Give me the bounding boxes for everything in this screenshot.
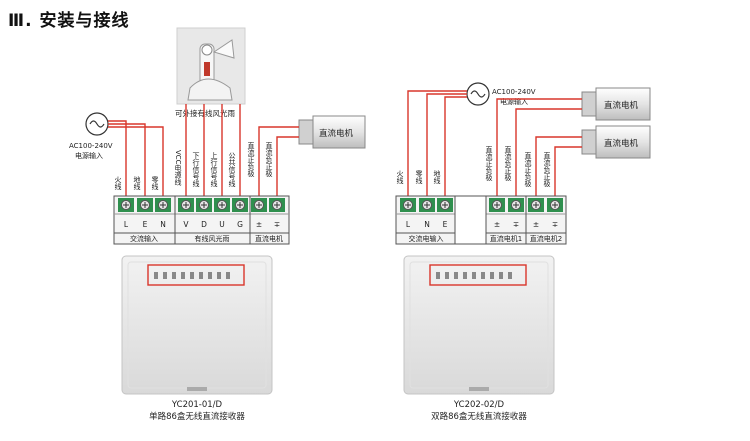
terminal-letter: ∓ bbox=[274, 220, 280, 229]
terminal-letter: N bbox=[160, 220, 166, 229]
right-ac-label-1: AC100-240V bbox=[492, 88, 536, 96]
terminal-letter: L bbox=[124, 220, 129, 229]
left-motor-label: 直流电机 bbox=[319, 128, 354, 139]
right-motor1-label: 直流电机 bbox=[604, 100, 639, 111]
wire-label: 下行信号线 bbox=[192, 152, 200, 187]
wire-label: 火线 bbox=[114, 176, 122, 190]
right-model: YC202-02/D bbox=[453, 400, 505, 410]
wire-label: 直流正负极 bbox=[485, 145, 493, 182]
terminal-letter: ∓ bbox=[552, 220, 558, 229]
terminal-letter: E bbox=[143, 220, 148, 229]
terminal-screw bbox=[419, 198, 435, 212]
terminal-screw bbox=[232, 198, 248, 212]
terminal-letter: ± bbox=[494, 220, 500, 229]
wire-label: 直流负正极 bbox=[265, 141, 273, 178]
terminal-screw bbox=[251, 198, 267, 212]
group-label-motor1: 直流电机1 bbox=[490, 234, 522, 243]
terminal-screw bbox=[528, 198, 544, 212]
left-wire-labels: 火线 地线 零线 VCC电源线 下行信号线 上行信号线 公共信号线 直流正负极 … bbox=[114, 141, 273, 190]
terminal-screw bbox=[547, 198, 563, 212]
sensor-label: 可外接有线风光雨 bbox=[175, 108, 235, 118]
right-ac-wires bbox=[407, 90, 467, 198]
terminal-screw bbox=[155, 198, 171, 212]
left-dc-motor bbox=[298, 115, 366, 149]
group-label-ac: 交流电输入 bbox=[409, 234, 444, 243]
weather-sensor-image bbox=[176, 27, 246, 105]
terminal-screw bbox=[178, 198, 194, 212]
right-dc-motor-1 bbox=[581, 87, 651, 121]
terminal-letter: N bbox=[424, 220, 430, 229]
wire-label: 零线 bbox=[151, 176, 159, 190]
terminal-letter: V bbox=[183, 220, 189, 229]
left-ac-label-2: 电源输入 bbox=[75, 151, 103, 160]
section-title: Ⅲ. 安装与接线 bbox=[8, 11, 130, 31]
terminal-screw bbox=[196, 198, 212, 212]
left-description: 单路86盒无线直流接收器 bbox=[149, 411, 245, 422]
right-description: 双路86盒无线直流接收器 bbox=[431, 411, 527, 422]
terminal-screw bbox=[214, 198, 230, 212]
terminal-letter: E bbox=[443, 220, 448, 229]
right-wire-labels: 火线 零线 地线 直流正负极 直流负正极 直流正负极 直流负正极 bbox=[396, 145, 551, 188]
terminal-letter: ∓ bbox=[513, 220, 519, 229]
terminal-letter: G bbox=[237, 220, 243, 229]
wire-label: 上行信号线 bbox=[210, 151, 218, 187]
left-terminal-block: L E N V D U G ± ∓ 交流输入 有线风光雨 直流电机 bbox=[113, 195, 290, 245]
wire-label: 零线 bbox=[415, 170, 423, 184]
terminal-letter: ± bbox=[256, 220, 262, 229]
wire-label: 直流正负极 bbox=[524, 151, 532, 188]
left-model: YC201-01/D bbox=[171, 400, 223, 410]
terminal-screw bbox=[400, 198, 416, 212]
terminal-letter: ± bbox=[533, 220, 539, 229]
left-receiver-plate bbox=[121, 255, 273, 395]
right-motor-wires bbox=[496, 98, 582, 198]
right-terminal-letters: L N E ± ∓ ± ∓ bbox=[406, 220, 558, 229]
right-terminals bbox=[400, 198, 563, 212]
left-motor-wires bbox=[258, 126, 299, 198]
wire-label: VCC电源线 bbox=[174, 150, 182, 186]
wire-label: 公共信号线 bbox=[228, 152, 236, 187]
right-ac-source bbox=[466, 82, 490, 106]
group-label-ac: 交流输入 bbox=[130, 234, 158, 243]
terminal-letter: U bbox=[219, 220, 225, 229]
left-ac-source bbox=[85, 112, 109, 136]
terminal-screw bbox=[437, 198, 453, 212]
terminal-screw bbox=[269, 198, 285, 212]
left-ac-label-1: AC100-240V bbox=[69, 142, 113, 150]
wire-label: 直流负正极 bbox=[543, 151, 551, 188]
terminal-screw bbox=[489, 198, 505, 212]
wire-label: 地线 bbox=[433, 169, 441, 184]
right-dc-motor-2 bbox=[581, 125, 651, 159]
group-label-motor2: 直流电机2 bbox=[530, 234, 562, 243]
terminal-screw bbox=[508, 198, 524, 212]
wire-label: 地线 bbox=[133, 175, 141, 190]
left-ac-wires bbox=[108, 120, 164, 198]
wire-label: 直流正负极 bbox=[247, 141, 255, 178]
group-label-motor: 直流电机 bbox=[255, 234, 283, 243]
terminal-letter: L bbox=[406, 220, 411, 229]
right-motor2-label: 直流电机 bbox=[604, 138, 639, 149]
left-terminals bbox=[118, 198, 285, 212]
right-terminal-block: L N E ± ∓ ± ∓ 交流电输入 直流电机1 直流电机2 bbox=[395, 195, 567, 245]
left-sensor-wires bbox=[185, 104, 241, 198]
right-receiver-plate bbox=[403, 255, 555, 395]
wire-label: 直流负正极 bbox=[504, 145, 512, 182]
wire-label: 火线 bbox=[396, 170, 404, 184]
terminal-screw bbox=[118, 198, 134, 212]
group-label-sensor: 有线风光雨 bbox=[195, 234, 230, 243]
terminal-letter: D bbox=[201, 220, 207, 229]
terminal-screw bbox=[137, 198, 153, 212]
right-ac-label-2: 电源输入 bbox=[500, 97, 528, 106]
left-terminal-letters: L E N V D U G ± ∓ bbox=[124, 220, 280, 229]
